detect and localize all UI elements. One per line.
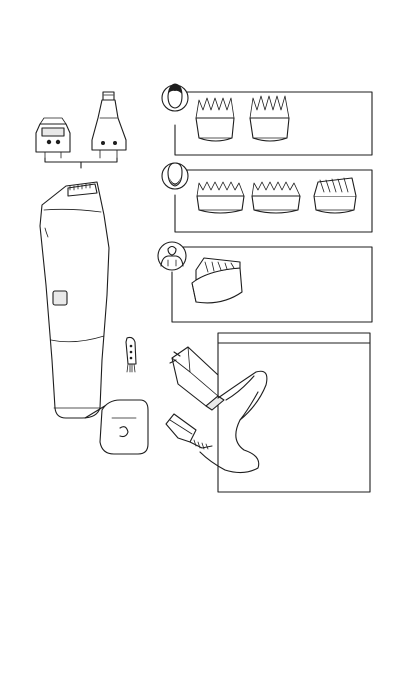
attachment-connector-line <box>45 158 117 168</box>
trimmer-body <box>40 182 109 418</box>
beard-comb-1 <box>197 182 244 213</box>
nose-trimmer-attachment <box>92 92 126 158</box>
face-icon <box>162 84 188 111</box>
storage-pouch <box>218 333 370 492</box>
cleaning-brush <box>126 338 136 373</box>
beard-comb-3 <box>314 178 356 213</box>
device-plug <box>166 414 212 449</box>
foil-shaver-attachment <box>36 118 70 158</box>
head-comb-1 <box>196 98 234 141</box>
beard-comb-2 <box>252 182 300 213</box>
beard-icon <box>162 163 188 189</box>
head-comb-2 <box>250 96 289 141</box>
body-comb <box>192 258 242 303</box>
body-icon <box>158 242 186 270</box>
